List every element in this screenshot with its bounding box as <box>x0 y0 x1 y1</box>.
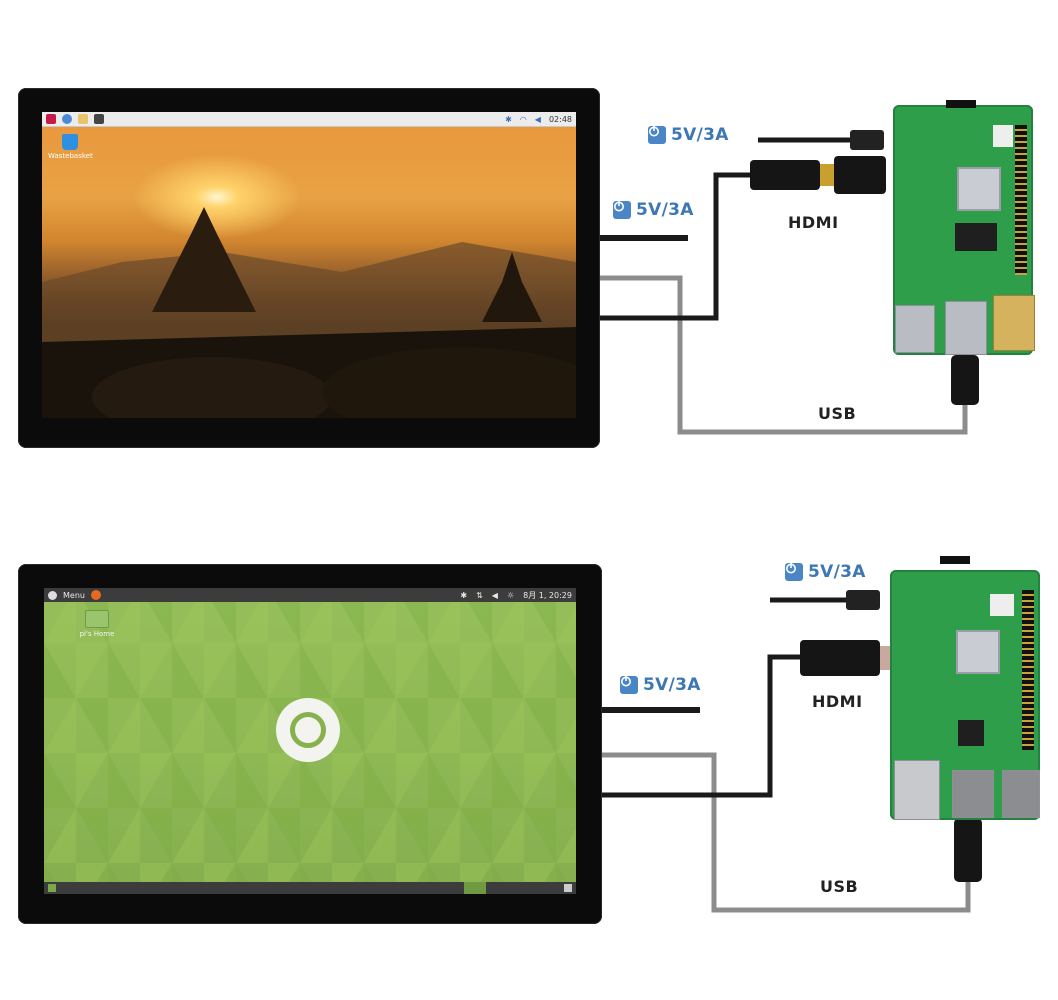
firefox-icon[interactable] <box>90 590 101 600</box>
bottom-cables <box>600 590 982 913</box>
ubuntu-menu-icon[interactable] <box>48 590 57 600</box>
top-hdmi-adapter <box>834 156 886 194</box>
folder-icon[interactable] <box>78 114 88 124</box>
bluetooth-icon[interactable]: ✱ <box>505 114 512 124</box>
bottom-usb-plug <box>954 818 982 882</box>
bottom-hdmi-plug <box>800 640 880 676</box>
soc-chip <box>956 630 1000 674</box>
usb-port <box>895 305 935 353</box>
bottom-screen-power-text: 5V/3A <box>643 675 701 695</box>
bottom-connection-diagram: Menu ✱ ⇅ ◀ ☼ 8月 1, 20:29 pi's Home <box>0 500 1058 1000</box>
ubuntu-tray: ✱ ⇅ ◀ ☼ 8月 1, 20:29 <box>460 590 572 601</box>
power-icon <box>648 126 666 144</box>
usb-controller-chip <box>958 720 984 746</box>
bottom-pi-power-text: 5V/3A <box>808 562 866 582</box>
power-icon <box>620 676 638 694</box>
terminal-icon[interactable] <box>94 114 104 124</box>
top-usb-label: USB <box>818 404 857 423</box>
brightness-icon[interactable]: ☼ <box>506 590 515 600</box>
home-folder-desktop-icon[interactable]: pi's Home <box>72 610 122 638</box>
gpio-header <box>1022 590 1034 750</box>
power-icon <box>613 201 631 219</box>
top-hdmi-cable <box>600 172 750 321</box>
workspace-1[interactable] <box>464 882 486 894</box>
trash-icon[interactable] <box>564 884 572 892</box>
ethernet-port <box>993 295 1035 351</box>
ubuntu-top-panel: Menu ✱ ⇅ ◀ ☼ 8月 1, 20:29 <box>44 588 576 602</box>
top-micro-usb-plug <box>850 130 884 150</box>
ubuntu-logo-icon <box>276 698 340 762</box>
home-folder-label: pi's Home <box>79 630 115 638</box>
top-camera-connector <box>946 100 976 108</box>
bottom-usb-cable <box>600 752 971 913</box>
landscape-wallpaper <box>42 207 576 418</box>
usb-port <box>1002 770 1040 818</box>
usb-port <box>952 770 994 818</box>
top-pi-power-text: 5V/3A <box>671 125 729 145</box>
wastebasket-desktop-icon[interactable]: Wastebasket <box>48 134 93 160</box>
top-usb-plug <box>951 355 979 405</box>
raspberry-logo <box>990 594 1014 616</box>
home-folder-icon <box>85 610 109 628</box>
soc-chip <box>957 167 1001 211</box>
panel-clock: 8月 1, 20:29 <box>523 590 572 600</box>
raspbian-taskbar: ✱ ◠ ◀ 02:48 <box>42 112 576 127</box>
volume-icon[interactable]: ◀ <box>534 114 541 124</box>
top-hdmi-plug <box>750 160 820 190</box>
bottom-pi-power-label: 5V/3A <box>785 562 866 582</box>
raspberry-logo <box>993 125 1013 147</box>
bottom-hdmi-label: HDMI <box>812 692 863 711</box>
top-hdmi-label: HDMI <box>788 213 839 232</box>
bluetooth-icon[interactable]: ✱ <box>460 590 468 600</box>
browser-icon[interactable] <box>62 114 72 124</box>
menu-button[interactable]: Menu <box>63 590 85 600</box>
bottom-monitor: Menu ✱ ⇅ ◀ ☼ 8月 1, 20:29 pi's Home <box>18 564 602 924</box>
top-monitor: ✱ ◠ ◀ 02:48 Wastebasket <box>18 88 600 448</box>
bottom-camera-connector <box>940 556 970 564</box>
ubuntu-bottom-panel <box>44 882 576 894</box>
top-cables <box>600 130 979 435</box>
network-icon[interactable]: ⇅ <box>476 590 483 600</box>
top-usb-cable <box>600 275 968 435</box>
ram-chip <box>955 223 997 251</box>
ubuntu-mate-desktop: Menu ✱ ⇅ ◀ ☼ 8月 1, 20:29 pi's Home <box>44 588 576 894</box>
bottom-hdmi-cable <box>600 654 800 798</box>
top-screen-power-label: 5V/3A <box>613 200 694 220</box>
bottom-raspberry-pi-board <box>890 570 1040 820</box>
wastebasket-icon <box>62 134 78 150</box>
bottom-micro-usb-plug <box>846 590 880 610</box>
top-connection-diagram: ✱ ◠ ◀ 02:48 Wastebasket <box>18 88 1035 448</box>
bottom-usb-label: USB <box>820 877 859 896</box>
wifi-icon[interactable]: ◠ <box>519 114 527 124</box>
ethernet-port <box>894 760 940 820</box>
taskbar-clock: 02:48 <box>548 114 572 124</box>
top-pi-power-label: 5V/3A <box>648 125 729 145</box>
show-desktop-icon[interactable] <box>48 884 56 892</box>
top-raspberry-pi-board <box>893 105 1035 355</box>
gpio-header <box>1015 125 1027 275</box>
top-screen-power-text: 5V/3A <box>636 200 694 220</box>
raspbian-desktop: ✱ ◠ ◀ 02:48 Wastebasket <box>42 112 576 418</box>
volume-icon[interactable]: ◀ <box>491 590 498 600</box>
usb-port <box>945 301 987 355</box>
wastebasket-label: Wastebasket <box>48 152 93 160</box>
top-hdmi-adapter-gold <box>820 164 834 186</box>
power-icon <box>785 563 803 581</box>
bottom-screen-power-label: 5V/3A <box>620 675 701 695</box>
raspberry-icon[interactable] <box>46 114 56 124</box>
